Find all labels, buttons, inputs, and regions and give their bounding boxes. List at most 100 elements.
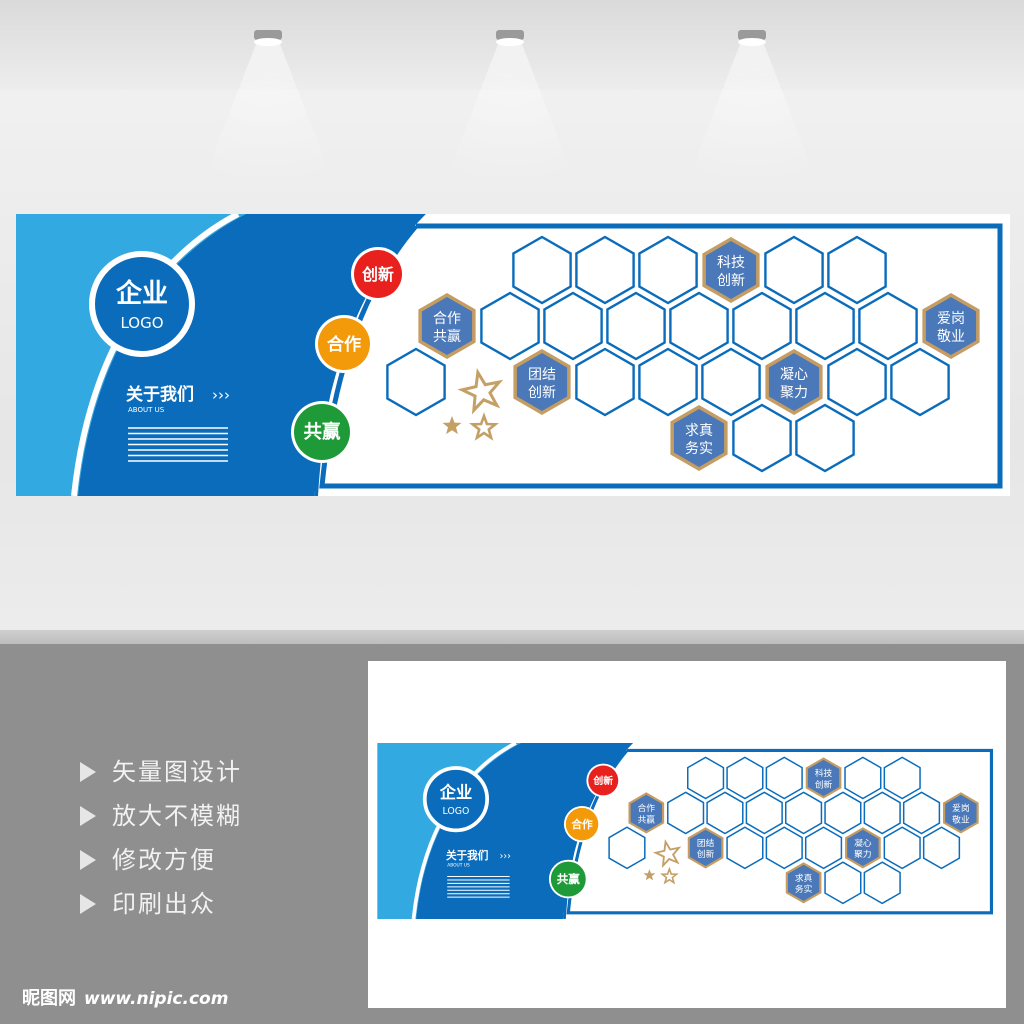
triangle-bullet-icon	[80, 850, 96, 870]
empty-hexagon	[922, 826, 961, 870]
hexagon-label: 求真	[685, 423, 713, 439]
hexagon-label: 务实	[795, 883, 813, 895]
feature-item: 放大不模糊	[80, 796, 242, 831]
value-circle: 合作	[315, 315, 373, 373]
value-circle-fill	[294, 404, 350, 460]
empty-hexagon	[863, 861, 901, 905]
empty-hexagon	[795, 403, 855, 473]
hexagon-fill	[516, 353, 568, 411]
hexagon-label: 聚力	[780, 385, 808, 401]
empty-hexagon	[732, 403, 792, 473]
empty-hexagon	[386, 347, 446, 417]
hexagon-label: 共赢	[638, 813, 656, 825]
empty-hexagon	[706, 791, 744, 835]
value-circle-label: 合作	[327, 334, 361, 355]
hexagon-label: 团结	[697, 837, 715, 849]
hexagon-label: 团结	[528, 367, 556, 383]
hexagon-label: 创新	[815, 778, 833, 790]
value-circle-label: 创新	[592, 774, 613, 787]
hexagon-label: 求真	[795, 872, 813, 884]
empty-hexagon	[827, 235, 887, 305]
empty-hexagon	[890, 347, 950, 417]
empty-hexagon	[669, 291, 729, 361]
value-circle-label: 共赢	[304, 421, 341, 443]
empty-hexagon	[844, 756, 882, 800]
hexagon-label: 敬业	[952, 813, 970, 825]
empty-hexagon	[784, 791, 823, 835]
hexagon-label: 科技	[717, 255, 745, 271]
star-icon	[469, 412, 499, 441]
triangle-bullet-icon	[80, 806, 96, 826]
empty-hexagon	[575, 347, 635, 417]
hexagon-fill	[807, 759, 840, 797]
about-title: 关于我们	[446, 849, 488, 862]
about-arrows: ›››	[212, 386, 230, 404]
feature-label: 矢量图设计	[112, 758, 242, 786]
empty-hexagon	[606, 291, 666, 361]
value-circle: 合作	[563, 806, 601, 843]
empty-hexagon	[575, 235, 635, 305]
hexagon-fill	[630, 794, 662, 831]
empty-hexagon	[701, 347, 761, 417]
empty-hexagon	[732, 291, 792, 361]
star-icon	[660, 866, 679, 885]
value-circle-fill	[318, 318, 370, 370]
watermark-url: www.nipic.com	[84, 989, 229, 1009]
about-arrows: ›››	[500, 851, 511, 862]
triangle-bullet-icon	[80, 762, 96, 782]
value-circle: 共赢	[291, 401, 353, 463]
logo-title: 企业	[116, 278, 168, 309]
logo-circle	[89, 251, 195, 357]
about-subtitle: ABOUT US	[128, 406, 165, 414]
empty-hexagon	[858, 291, 918, 361]
value-circle: 共赢	[548, 859, 588, 899]
star-icon	[457, 367, 504, 415]
empty-hexagon	[883, 756, 921, 800]
empty-hexagon	[827, 347, 887, 417]
empty-hexagon	[726, 826, 764, 870]
triangle-bullet-icon	[80, 894, 96, 914]
value-circle-fill	[565, 807, 599, 841]
spotlight-icon	[684, 30, 820, 190]
hexagon-fill	[925, 297, 977, 355]
hexagon-label: 合作	[433, 311, 461, 327]
empty-hexagon	[543, 291, 603, 361]
hexagon-fill	[689, 829, 722, 866]
spotlights	[200, 30, 820, 190]
empty-hexagon	[608, 826, 646, 870]
hexagon-label: 爱岗	[937, 311, 965, 327]
feature-item: 修改方便	[80, 840, 216, 875]
watermark-id: ID:8260704 NO:20250704065545915103	[760, 987, 1006, 1001]
logo-subtitle: LOGO	[443, 806, 470, 817]
hexagon-fill	[847, 829, 879, 866]
hexagon-fill	[945, 794, 977, 831]
star-icon	[652, 839, 682, 869]
hexagon-label: 创新	[697, 848, 715, 860]
empty-hexagon	[824, 791, 862, 835]
empty-hexagon	[667, 791, 705, 835]
hexagon-label: 创新	[717, 273, 745, 289]
value-circle-fill	[588, 765, 619, 796]
feature-item: 印刷出众	[80, 884, 216, 919]
hexagon-fill	[421, 297, 473, 355]
feature-label: 印刷出众	[112, 890, 216, 918]
hexagon-label: 凝心	[780, 367, 808, 383]
feature-label: 修改方便	[112, 846, 216, 874]
empty-hexagon	[745, 791, 783, 835]
logo-subtitle: LOGO	[120, 314, 163, 332]
hexagon-fill	[673, 409, 725, 467]
hexagon-fill	[705, 241, 757, 299]
hexagon-label: 合作	[638, 802, 656, 814]
value-circle-label: 创新	[361, 265, 394, 284]
